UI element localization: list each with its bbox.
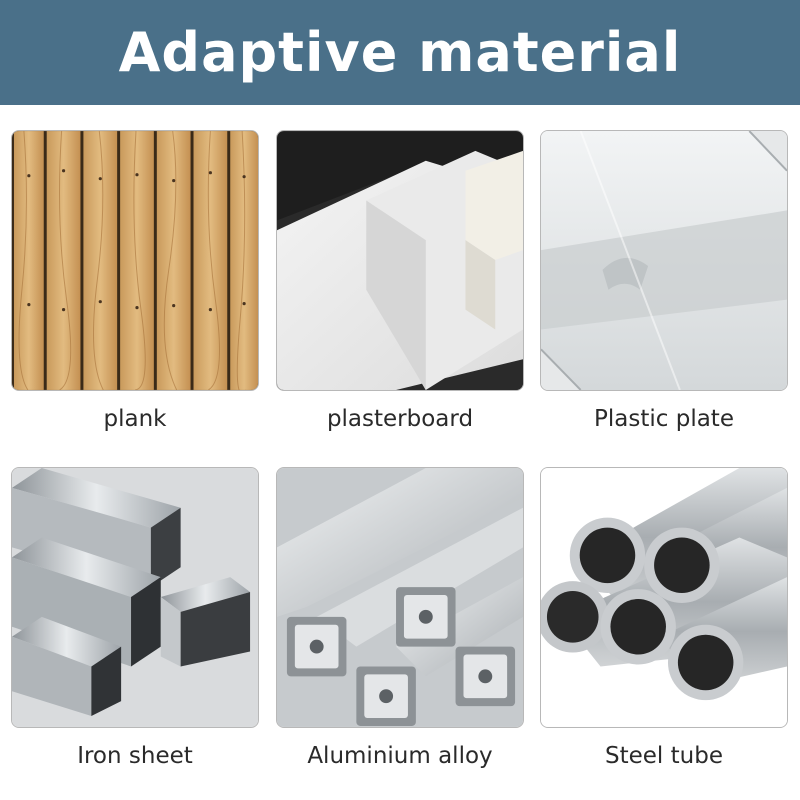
white-boards-image: [277, 131, 523, 390]
header-banner: Adaptive material: [0, 0, 800, 105]
material-card-plank: [11, 130, 259, 391]
page-title: Adaptive material: [118, 20, 682, 84]
clear-plastic-sheet-image: [541, 131, 787, 390]
material-card-iron-sheet: [11, 467, 259, 728]
material-label-iron-sheet: Iron sheet: [77, 743, 193, 769]
square-steel-tubes-image: [12, 468, 258, 727]
material-card-plastic-plate: [540, 130, 788, 391]
material-label-plasterboard: plasterboard: [326, 406, 474, 432]
material-label-plank: plank: [103, 406, 167, 432]
material-card-plasterboard: [276, 130, 524, 391]
round-steel-pipes-image: [541, 468, 787, 727]
material-label-steel-tube: Steel tube: [605, 743, 723, 769]
wood-planks-image: [12, 131, 258, 390]
material-label-plastic-plate: Plastic plate: [594, 406, 734, 432]
material-label-aluminium-alloy: Aluminium alloy: [307, 743, 493, 769]
material-card-steel-tube: [540, 467, 788, 728]
aluminium-profiles-image: [277, 468, 523, 727]
material-card-aluminium-alloy: [276, 467, 524, 728]
